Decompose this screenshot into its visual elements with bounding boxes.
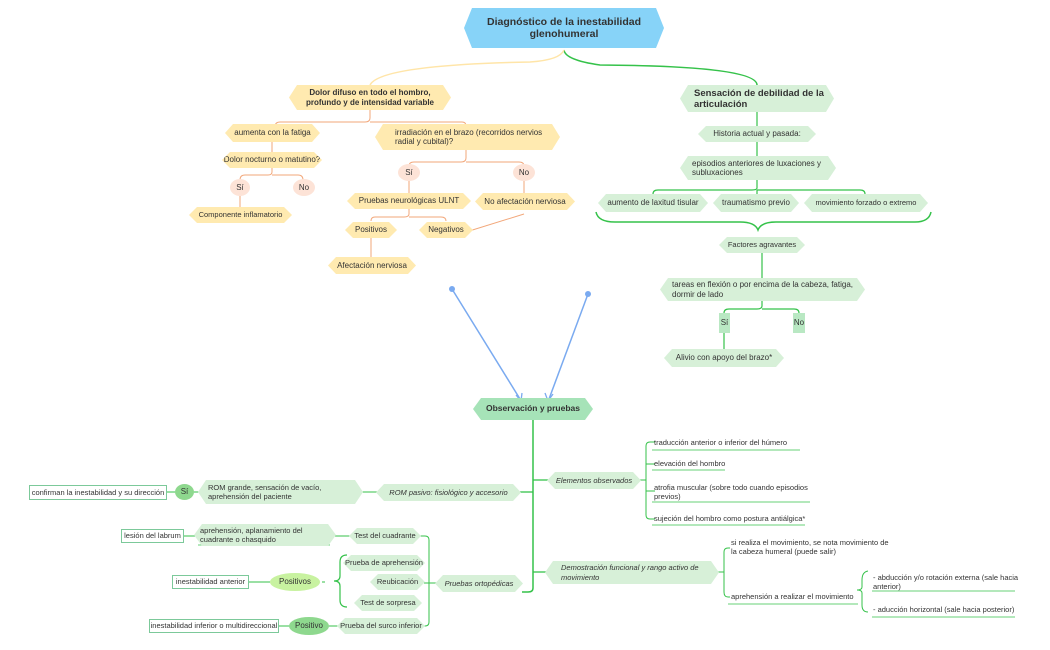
passive-rom-node: ROM pasivo: fisiológico y accesorio <box>376 484 521 501</box>
history-node: Historia actual y pasada: <box>698 126 816 142</box>
trauma-node: traumatismo previo <box>713 194 799 212</box>
no-nerve-involvement-node: No afectación nerviosa <box>475 193 575 210</box>
functional-abduction-item: - abducción y/o rotación externa (sale h… <box>873 572 1019 592</box>
anterior-instability-node: inestabilidad anterior <box>172 575 249 589</box>
title-node: Diagnóstico de la inestabilidad glenohum… <box>464 8 664 48</box>
radiation-no-node: No <box>513 164 535 181</box>
element-item-1: traducción anterior o inferior del húmer… <box>654 438 787 448</box>
element-item-4: sujeción del hombro como postura antiálg… <box>654 514 806 524</box>
positive-oval: Positivo <box>289 617 329 635</box>
forced-movement-node: movimiento forzado o extremo <box>804 194 928 212</box>
quadrant-test-node: Test del cuadrante <box>349 528 421 544</box>
rom-detail-node: ROM grande, sensación de vacío, aprehens… <box>198 480 363 504</box>
surprise-test-node: Test de sorpresa <box>354 595 422 611</box>
laxity-node: aumento de laxitud tisular <box>598 194 708 212</box>
nocturnal-yes-node: Sí <box>230 179 250 196</box>
orthopedic-tests-node: Pruebas ortopédicas <box>435 575 523 592</box>
labrum-lesion-node: lesión del labrum <box>121 529 184 543</box>
nocturnal-no-node: No <box>293 179 315 196</box>
element-item-3: atrofia muscular (sobre todo cuando epis… <box>654 482 808 502</box>
observation-node: Observación y pruebas <box>473 398 593 420</box>
episodes-node: episodios anteriores de luxaciones y sub… <box>680 156 836 180</box>
positives-node: Positivos <box>345 222 397 238</box>
positives-oval: Positivos <box>270 573 320 591</box>
nerve-involvement-node: Afectación nerviosa <box>328 257 416 274</box>
functional-movement-item: si realiza el movimiento, se nota movimi… <box>731 537 889 557</box>
functional-apprehension-item: aprehensión a realizar el movimiento <box>731 592 854 602</box>
rom-yes-node: Sí <box>175 484 194 500</box>
negatives-node: Negativos <box>419 222 473 238</box>
relief-node: Alivio con apoyo del brazo* <box>664 349 784 367</box>
quadrant-detail-node: aprehensión, aplanamiento del cuadrante … <box>194 524 336 546</box>
inferior-instability-node: inestabilidad inferior o multidirecciona… <box>149 619 279 633</box>
radiation-yes-node: Sí <box>398 164 420 181</box>
sulcus-test-node: Prueba del surco inferior <box>337 618 425 634</box>
tasks-no-node: No <box>793 313 805 333</box>
tasks-node: tareas en flexión o por encima de la cab… <box>660 278 865 301</box>
elements-observed-node: Elementos observados <box>547 472 641 489</box>
tasks-yes-node: Sí <box>719 313 730 333</box>
rom-conclusion-node: confirman la inestabilidad y su direcció… <box>29 485 167 500</box>
nocturnal-pain-node: Dolor nocturno o matutino? <box>222 152 322 168</box>
functional-adduction-item: - aducción horizontal (sale hacia poster… <box>873 605 1015 615</box>
ulnt-tests-node: Pruebas neurológicas ULNT <box>347 193 471 209</box>
functional-demo-node: Demostración funcional y rango activo de… <box>545 561 719 584</box>
apprehension-test-node: Prueba de aprehensión <box>343 555 425 571</box>
radiation-node: irradiación en el brazo (recorridos nerv… <box>375 124 560 150</box>
fatigue-node: aumenta con la fatiga <box>225 124 320 142</box>
inflammatory-node: Componente inflamatorio <box>189 207 292 223</box>
relocation-test-node: Reubicación <box>370 574 425 590</box>
weakness-node: Sensación de debilidad de la articulació… <box>680 85 834 112</box>
element-item-2: elevación del hombro <box>654 459 726 469</box>
diffuse-pain-node: Dolor difuso en todo el hombro, profundo… <box>289 85 451 110</box>
aggravating-node: Factores agravantes <box>719 237 805 253</box>
